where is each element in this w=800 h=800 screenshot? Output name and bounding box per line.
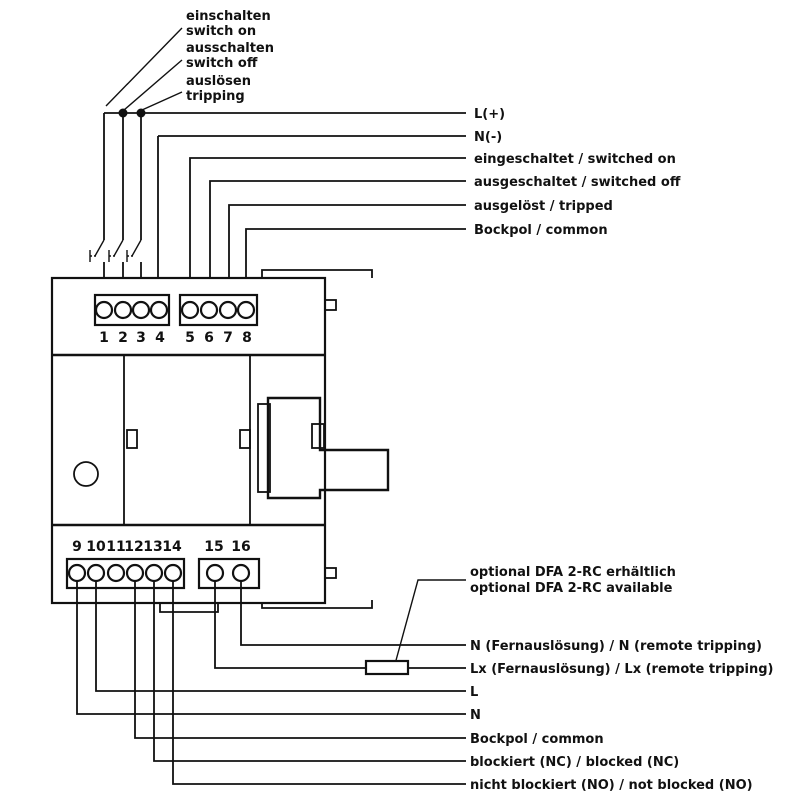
label-optional-en: optional DFA 2-RC available: [470, 581, 673, 596]
label-switch-on-en: switch on: [186, 24, 256, 39]
terminal-3[interactable]: [131, 300, 151, 320]
label-tripped: ausgelöst / tripped: [474, 199, 613, 214]
terminal-block-top: 1 2 3 4 5 6 7 8: [93, 293, 259, 346]
label-common-bottom: Bockpol / common: [470, 732, 604, 747]
label-l-plus: L(+): [474, 107, 505, 122]
label-switch-off-de: ausschalten: [186, 41, 274, 56]
label-blocked: blockiert (NC) / blocked (NC): [470, 755, 679, 770]
terminal-12[interactable]: [125, 563, 145, 583]
label-n: N: [470, 708, 481, 723]
terminal-number: 8: [242, 330, 252, 346]
terminal-number: 12: [124, 539, 143, 555]
terminal-1[interactable]: [94, 300, 114, 320]
remote-tripping: optional DFA 2-RC erhältlich optional DF…: [214, 565, 773, 677]
device-housing: [50, 276, 327, 605]
terminal-13[interactable]: [144, 563, 164, 583]
terminal-number: 16: [231, 539, 250, 555]
terminal-number: 14: [162, 539, 182, 555]
label-tripping-de: auslösen: [186, 74, 251, 89]
label-n-remote: N (Fernauslösung) / N (remote tripping): [470, 639, 762, 654]
label-lx-remote: Lx (Fernauslösung) / Lx (remote tripping…: [470, 662, 773, 677]
terminal-number: 10: [86, 539, 106, 555]
label-switched-off: ausgeschaltet / switched off: [474, 175, 681, 190]
label-l: L: [470, 685, 478, 700]
terminal-2[interactable]: [113, 300, 133, 320]
input-labels: einschalten switch on ausschalten switch…: [186, 9, 274, 104]
terminal-16[interactable]: [231, 563, 251, 583]
terminal-9[interactable]: [67, 563, 87, 583]
terminal-number: 15: [204, 539, 223, 555]
input-leaders: [105, 27, 183, 111]
operating-handle[interactable]: [266, 396, 390, 500]
terminal-10[interactable]: [86, 563, 106, 583]
terminal-number: 1: [99, 330, 109, 346]
terminal-8[interactable]: [236, 300, 256, 320]
supply-lines: L(+) N(-): [104, 107, 505, 145]
terminal-14[interactable]: [163, 563, 183, 583]
indicator-lamp: [73, 461, 99, 487]
label-tripping-en: tripping: [186, 89, 245, 104]
switch-feeds: [103, 113, 159, 296]
terminal-15[interactable]: [205, 563, 225, 583]
terminal-number: 9: [72, 539, 82, 555]
terminal-6[interactable]: [199, 300, 219, 320]
label-switch-off-en: switch off: [186, 56, 258, 71]
terminal-4[interactable]: [149, 300, 169, 320]
terminal-number: 11: [106, 539, 125, 555]
terminal-number: 3: [136, 330, 146, 346]
label-common-top: Bockpol / common: [474, 223, 608, 238]
label-optional-de: optional DFA 2-RC erhältlich: [470, 565, 676, 580]
terminal-number: 5: [185, 330, 195, 346]
label-not-blocked: nicht blockiert (NO) / not blocked (NO): [470, 778, 753, 793]
terminal-7[interactable]: [218, 300, 238, 320]
label-switched-on: eingeschaltet / switched on: [474, 152, 676, 167]
terminal-number: 7: [223, 330, 233, 346]
status-lines: eingeschaltet / switched on ausgeschalte…: [189, 152, 681, 296]
terminal-11[interactable]: [106, 563, 126, 583]
terminal-number: 2: [118, 330, 128, 346]
label-n-minus: N(-): [474, 130, 502, 145]
device-body: [50, 269, 390, 613]
output-lines: L N Bockpol / common blockiert (NC) / bl…: [76, 581, 753, 793]
terminal-number: 13: [143, 539, 162, 555]
rc-module: [364, 659, 410, 676]
terminal-5[interactable]: [180, 300, 200, 320]
label-switch-on-de: einschalten: [186, 9, 271, 24]
terminal-block-bottom: 9 10 11 12 13 14 15 16: [65, 539, 261, 590]
terminal-number: 4: [155, 330, 165, 346]
terminal-number: 6: [204, 330, 214, 346]
